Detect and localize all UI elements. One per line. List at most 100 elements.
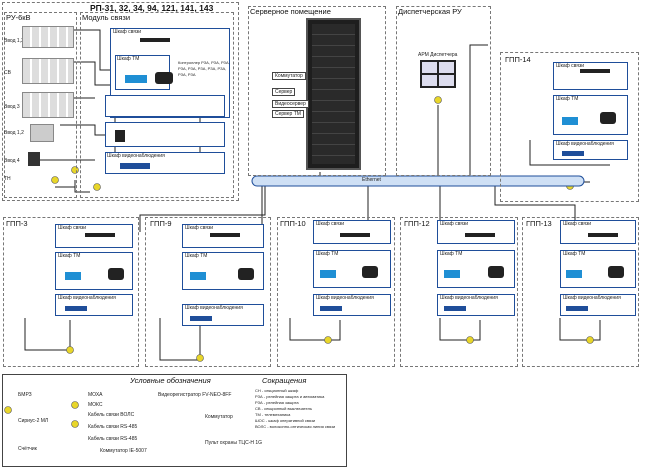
legend-item: Пульт охраны ТЦС-Н 1G <box>205 440 263 446</box>
server-room-title: Серверное помещение <box>250 7 331 16</box>
kontroller-note: Контроллер РЗА, РЗА, РЗА, РЗА, РЗА, РЗА,… <box>178 60 230 77</box>
tm-cabinet-label: Шкаф ТМ <box>556 96 579 102</box>
switch-icon <box>580 69 610 73</box>
tm-cabinet-label: Шкаф ТМ <box>316 251 339 257</box>
ru-row-label: Ввод 3 <box>4 104 20 110</box>
relay-block-icon <box>22 92 74 118</box>
switch-icon <box>140 38 170 42</box>
server-label: Видеосервер <box>272 100 309 108</box>
abbr-title: Сокращения <box>262 376 307 385</box>
video-cabinet-label: Шкаф видеонаблюдения <box>185 305 243 311</box>
gpp-3-frame <box>3 217 139 367</box>
switch-icon <box>210 233 240 237</box>
gpp-title: ГПП-3 <box>6 219 28 228</box>
abbr-item: СВ - секционный выключатель <box>255 406 313 411</box>
comm-cabinet <box>313 220 391 244</box>
ru-row-label: Ввод 1,2 <box>4 38 24 44</box>
legend-item: МОКС <box>88 402 103 408</box>
tm-cabinet-label: Шкаф ТМ <box>440 251 463 257</box>
legend-item: Счётчик <box>18 446 37 452</box>
ethernet-label-wrap: Ethernet <box>362 177 381 183</box>
comm-cabinet-label: Шкаф связи <box>556 63 585 69</box>
server-room-frame <box>248 6 386 176</box>
abbr-item: СН - секционный шкаф <box>255 388 299 393</box>
legend-item: Кабель связи RS-485 <box>88 424 138 430</box>
security-cabinet <box>105 122 225 147</box>
modem-icon <box>488 266 504 278</box>
ru6kv-title: РУ-6кВ <box>6 13 31 22</box>
controller-icon <box>125 75 147 83</box>
controller-icon <box>320 270 336 278</box>
comm-cabinet <box>553 62 628 90</box>
legend-item: Сириус-2 МЛ <box>18 418 49 424</box>
legend-frame <box>2 374 347 467</box>
video-cabinet-label: Шкаф видеонаблюдения <box>107 153 165 159</box>
ru-row-label: ТН <box>4 176 11 182</box>
meter-icon <box>30 124 54 142</box>
legend-item: Коммутатор IE-5007 <box>100 448 147 454</box>
comm-cabinet <box>437 220 515 244</box>
abbr-item: РЗА - релейная защита и автоматика <box>255 394 325 399</box>
switch-icon <box>465 233 495 237</box>
gpp-title: ГПП-12 <box>404 219 430 228</box>
gpp-title: ГПП-9 <box>150 219 172 228</box>
legend-item: Видеорегистратор FV-NEO-8FF <box>158 392 232 398</box>
ru-row-label: СВ <box>4 70 11 76</box>
relay-block-icon <box>22 58 74 84</box>
monitor-wall-icon <box>420 60 456 88</box>
server-label: Коммутатор <box>272 72 306 80</box>
rp-header: РП-31, 32, 34, 94, 121, 141, 143 <box>90 3 214 13</box>
rack-slots <box>312 24 355 164</box>
legend-item: Кабель связи ВОЛС <box>88 412 135 418</box>
abbr-item: РЗА - релейная защита <box>255 400 299 405</box>
modem-icon <box>600 112 616 124</box>
tm-cabinet <box>182 252 264 290</box>
tm-cabinet-label: Шкаф ТМ <box>58 253 81 259</box>
controller-icon <box>65 272 81 280</box>
server-label: Сервер <box>272 88 296 96</box>
comm-cabinet-label: Шкаф связи <box>113 29 142 35</box>
relay-block-icon <box>22 26 74 48</box>
comm-cabinet-label: Шкаф связи <box>185 225 214 231</box>
video-cabinet-label: Шкаф видеонаблюдения <box>58 295 116 301</box>
tm-cabinet-label: Шкаф ТМ <box>563 251 586 257</box>
modem-icon <box>362 266 378 278</box>
legend-item: МОХА <box>88 392 103 398</box>
gpp-title: ГПП-10 <box>280 219 306 228</box>
gpp-14-frame <box>500 52 639 202</box>
meter-icon <box>28 152 40 166</box>
video-cabinet-label: Шкаф видеонаблюдения <box>563 295 621 301</box>
comm-module-frame <box>80 12 234 198</box>
gpp-9-frame <box>145 217 271 367</box>
rp-frame <box>2 2 239 201</box>
dispatcher-frame <box>396 6 491 176</box>
gpp-title: ГПП-14 <box>505 55 531 64</box>
controller-icon <box>566 270 582 278</box>
server-label: Сервер ТМ <box>272 110 304 118</box>
switch-icon <box>340 233 370 237</box>
switch-icon <box>85 233 115 237</box>
arm-label: АРМ Диспетчера <box>418 52 458 58</box>
abbr-item: ШОС - шкаф оперативной связи <box>255 418 316 423</box>
comm-cabinet-label: Шкаф связи <box>58 225 87 231</box>
comm-module-title: Модуль связи <box>82 13 131 22</box>
video-cabinet-label: Шкаф видеонаблюдения <box>556 141 614 147</box>
modem-icon <box>608 266 624 278</box>
tm-cabinet-label: Шкаф ТМ <box>117 56 140 62</box>
gpp-title: ГПП-13 <box>526 219 552 228</box>
controller-icon <box>444 270 460 278</box>
video-cabinet-label: Шкаф видеонаблюдения <box>440 295 498 301</box>
ru6kv-frame <box>4 12 77 198</box>
recorder-icon <box>562 151 584 156</box>
tm-cabinet-label: Шкаф ТМ <box>185 253 208 259</box>
recorder-icon <box>566 306 588 311</box>
ru-row-label: Ввод 4 <box>4 158 20 164</box>
legend-item: Коммутатор <box>205 414 233 420</box>
modem-icon <box>238 268 254 280</box>
controller-icon <box>562 117 578 125</box>
recorder-icon <box>65 306 87 311</box>
modem-icon <box>108 268 124 280</box>
legend-item: Кабель связи RS-485 <box>88 436 138 442</box>
gpp-12-frame <box>400 217 518 367</box>
dispatcher-title: Диспетчерская РУ <box>398 7 462 16</box>
